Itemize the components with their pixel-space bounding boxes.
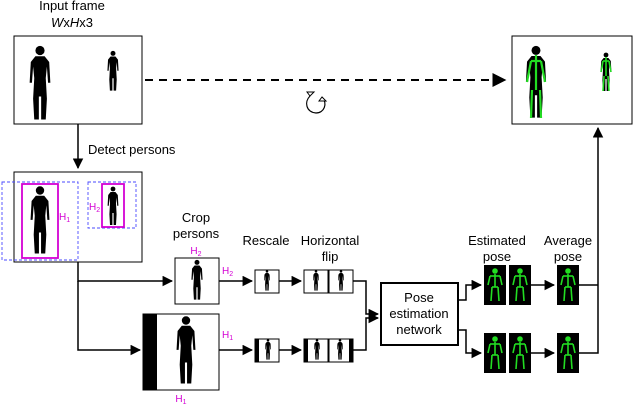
padding-bar (143, 314, 157, 390)
input-frame-title: Input frame (39, 0, 105, 13)
branch-arrow-bottom (77, 281, 142, 356)
crop-h2-label: H2 (190, 246, 201, 258)
network-label-2: estimation (389, 306, 448, 321)
detection-box-padded-1 (1, 181, 79, 261)
pose-estimation-network (380, 282, 459, 346)
pose-skeleton-icon (483, 264, 507, 306)
rescale-label: Rescale (243, 233, 290, 248)
average-label-1: Average (544, 233, 592, 248)
arrow-from-network-bottom (458, 329, 483, 359)
bounding-box-1 (21, 183, 59, 259)
detect-persons-label: Detect persons (88, 142, 176, 157)
crop-label-1: Crop (182, 210, 210, 225)
crop-label-2: persons (173, 226, 220, 241)
output-pose-large (525, 45, 547, 119)
h1-label: H1 (59, 212, 70, 224)
hflip-label-2: flip (322, 249, 339, 264)
arrow-to-network-top (353, 280, 380, 320)
estimated-label-1: Estimated (468, 233, 526, 248)
branch-arrow-top (77, 262, 174, 287)
bounding-box-2 (101, 183, 125, 228)
pose-skeleton-icon (508, 332, 532, 374)
output-pose-small (600, 52, 612, 92)
pose-skeleton-icon (508, 264, 532, 306)
input-frame-size: WxHx3 (51, 15, 93, 30)
pose-skeleton-icon (556, 332, 580, 374)
network-label-3: network (396, 322, 442, 337)
detection-box-padded-2 (87, 181, 137, 229)
network-label-1: Pose (404, 290, 434, 305)
arrow-to-network-bottom (353, 312, 380, 351)
rotate-arrow-icon (306, 91, 328, 114)
arrow-from-network-top (458, 279, 483, 301)
pose-skeleton-icon (483, 332, 507, 374)
estimated-label-2: pose (483, 249, 511, 264)
crop-h2-side-label: H2 (222, 266, 233, 278)
crop-h1-side-label: H1 (222, 330, 233, 342)
pose-skeleton-icon (556, 264, 580, 306)
h2-label: H2 (89, 202, 100, 214)
output-frame (511, 35, 633, 125)
input-frame (13, 35, 143, 125)
crop-h1-bottom-label: H1 (175, 394, 186, 405)
average-label-2: pose (554, 249, 582, 264)
hflip-label-1: Horizontal (301, 233, 360, 248)
arrow-to-output (579, 126, 604, 354)
